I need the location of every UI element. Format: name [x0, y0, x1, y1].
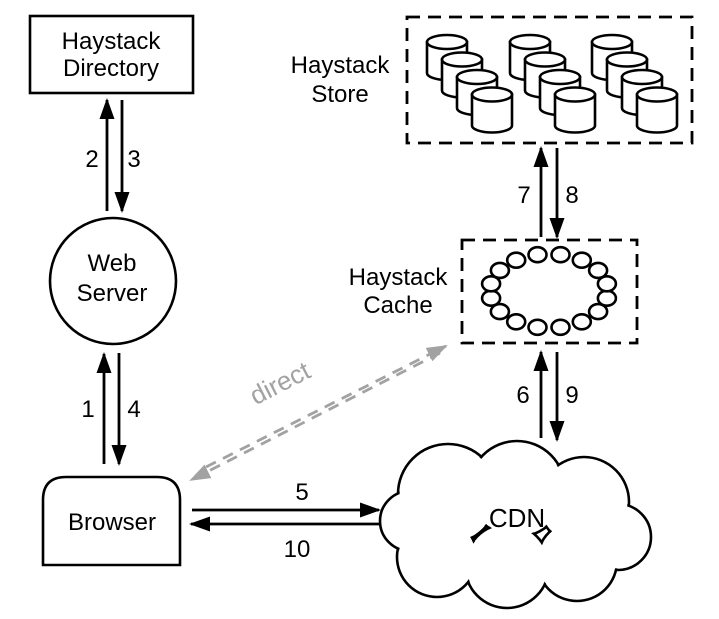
- cdn-cloud: [378, 439, 653, 610]
- cache-dashed-box: [460, 238, 639, 345]
- cache-ring: [480, 245, 618, 337]
- directory-label-line1: Haystack: [62, 28, 162, 55]
- web-server-label-line1: Web: [88, 250, 137, 277]
- edge-label-10: 10: [284, 536, 311, 563]
- disk-cylinder-icon: [470, 86, 514, 134]
- node-browser: [41, 475, 182, 567]
- cache-ring-node-icon: [571, 251, 593, 270]
- edge-direct-arrow-to-browser: [189, 351, 441, 482]
- store-label-line2: Store: [311, 81, 368, 108]
- edge-label-direct: direct: [245, 355, 316, 411]
- cache-ring-node-icon: [596, 274, 618, 293]
- edge-label-2: 2: [85, 146, 98, 173]
- node-haystack-store: [405, 15, 694, 145]
- edge-label-7: 7: [517, 182, 530, 209]
- edge-label-5: 5: [295, 479, 308, 506]
- cache-label-line2: Cache: [363, 292, 432, 319]
- cache-label-line1: Haystack: [349, 264, 449, 291]
- cloud-fill: [381, 492, 439, 550]
- cache-ring-node-icon: [527, 245, 548, 264]
- edges: [96, 98, 565, 532]
- browser-window-shape: [41, 475, 182, 567]
- store-disks: [425, 33, 679, 134]
- labels: Haystack Directory Web Server Browser Ha…: [62, 28, 579, 563]
- cache-ring-node-icon: [480, 274, 502, 293]
- edge-label-9: 9: [565, 382, 578, 409]
- cache-ring-node-icon: [587, 302, 609, 321]
- edge-label-4: 4: [127, 396, 140, 423]
- directory-box: [28, 14, 195, 95]
- cache-ring-node-icon: [550, 318, 571, 337]
- cache-ring-node-icon: [480, 289, 502, 308]
- cache-ring-node-icon: [571, 312, 593, 331]
- node-web-server: [48, 216, 178, 346]
- cdn-label: CDN: [489, 503, 545, 533]
- browser-label: Browser: [68, 509, 156, 536]
- cache-ring-node-icon: [527, 318, 548, 337]
- disk-cylinder-icon: [553, 86, 597, 134]
- edge-label-6: 6: [516, 382, 529, 409]
- cloud-fill: [466, 525, 548, 607]
- directory-label-line2: Directory: [63, 55, 159, 82]
- node-cdn: [378, 439, 653, 610]
- disk-cylinder-icon: [635, 86, 679, 134]
- cache-ring-node-icon: [489, 302, 511, 321]
- cloud-fill: [538, 522, 616, 600]
- web-server-label-line2: Server: [77, 280, 148, 307]
- store-label-line1: Haystack: [291, 52, 391, 79]
- store-dashed-box: [405, 15, 694, 145]
- cache-ring-node-icon: [550, 245, 571, 264]
- cloud-fill: [470, 442, 564, 536]
- edge-label-8: 8: [565, 182, 578, 209]
- cache-ring-node-icon: [489, 261, 511, 280]
- node-haystack-directory: [28, 14, 195, 95]
- web-server-circle: [48, 216, 178, 346]
- cache-ring-node-icon: [505, 312, 527, 331]
- cache-ring-node-icon: [505, 251, 527, 270]
- node-haystack-cache: [460, 238, 639, 345]
- edge-label-1: 1: [81, 396, 94, 423]
- edge-label-3: 3: [127, 146, 140, 173]
- cache-ring-node-icon: [587, 261, 609, 280]
- edge-direct-arrow-to-cache: [205, 344, 448, 469]
